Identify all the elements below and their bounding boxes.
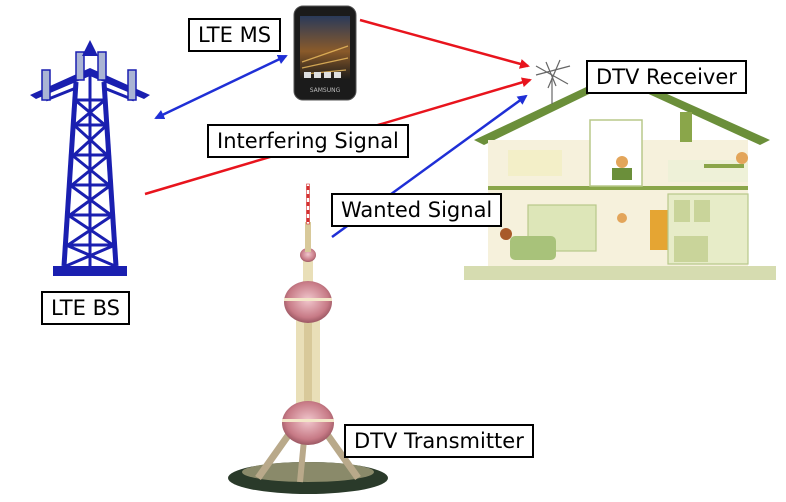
wanted-signal-label: Wanted Signal bbox=[331, 193, 503, 227]
lte-ms-phone: SAMSUNG bbox=[293, 5, 357, 101]
phone-brand-text: SAMSUNG bbox=[310, 87, 341, 94]
lte-bs-tower bbox=[30, 40, 150, 276]
lte-bs-label: LTE BS bbox=[41, 291, 130, 325]
dtv-transmitter-label: DTV Transmitter bbox=[344, 424, 534, 458]
interfering-arrow-from-ms bbox=[359, 18, 530, 69]
dtv-receiver-house bbox=[464, 59, 776, 280]
interfering-signal-label: Interfering Signal bbox=[207, 124, 409, 158]
dtv-receiver-label: DTV Receiver bbox=[586, 60, 747, 94]
lte-ms-label: LTE MS bbox=[188, 18, 282, 52]
dtv-transmitter-tower bbox=[228, 183, 388, 494]
lte-link-arrow bbox=[154, 54, 288, 120]
